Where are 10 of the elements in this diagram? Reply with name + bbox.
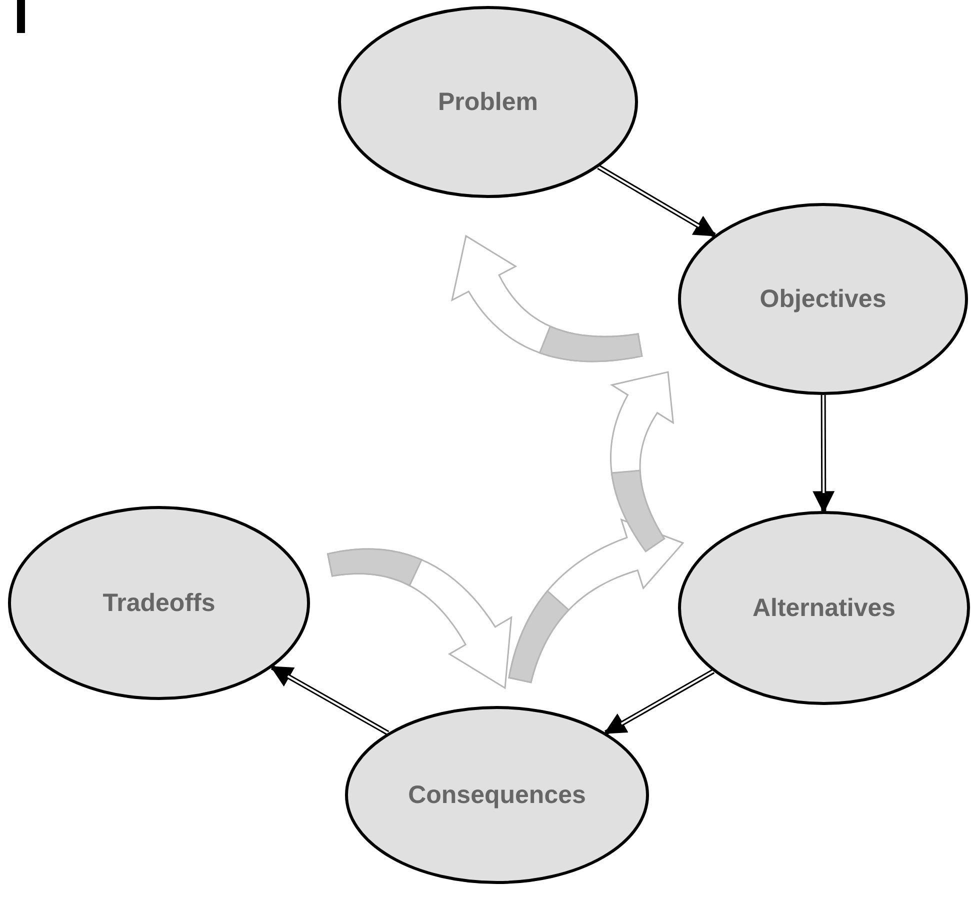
ellipse-node bbox=[678, 203, 968, 395]
ellipse-node bbox=[338, 6, 638, 198]
node-label: Consequences bbox=[408, 780, 586, 810]
node-label: Objectives bbox=[760, 284, 886, 314]
node-label: Tradeoffs bbox=[102, 588, 216, 618]
ellipse-node bbox=[8, 506, 310, 700]
ellipse-node bbox=[345, 706, 649, 884]
ellipse-node bbox=[678, 511, 970, 705]
node-label: Problem bbox=[438, 88, 538, 116]
node-label: Alternatives bbox=[752, 594, 896, 622]
